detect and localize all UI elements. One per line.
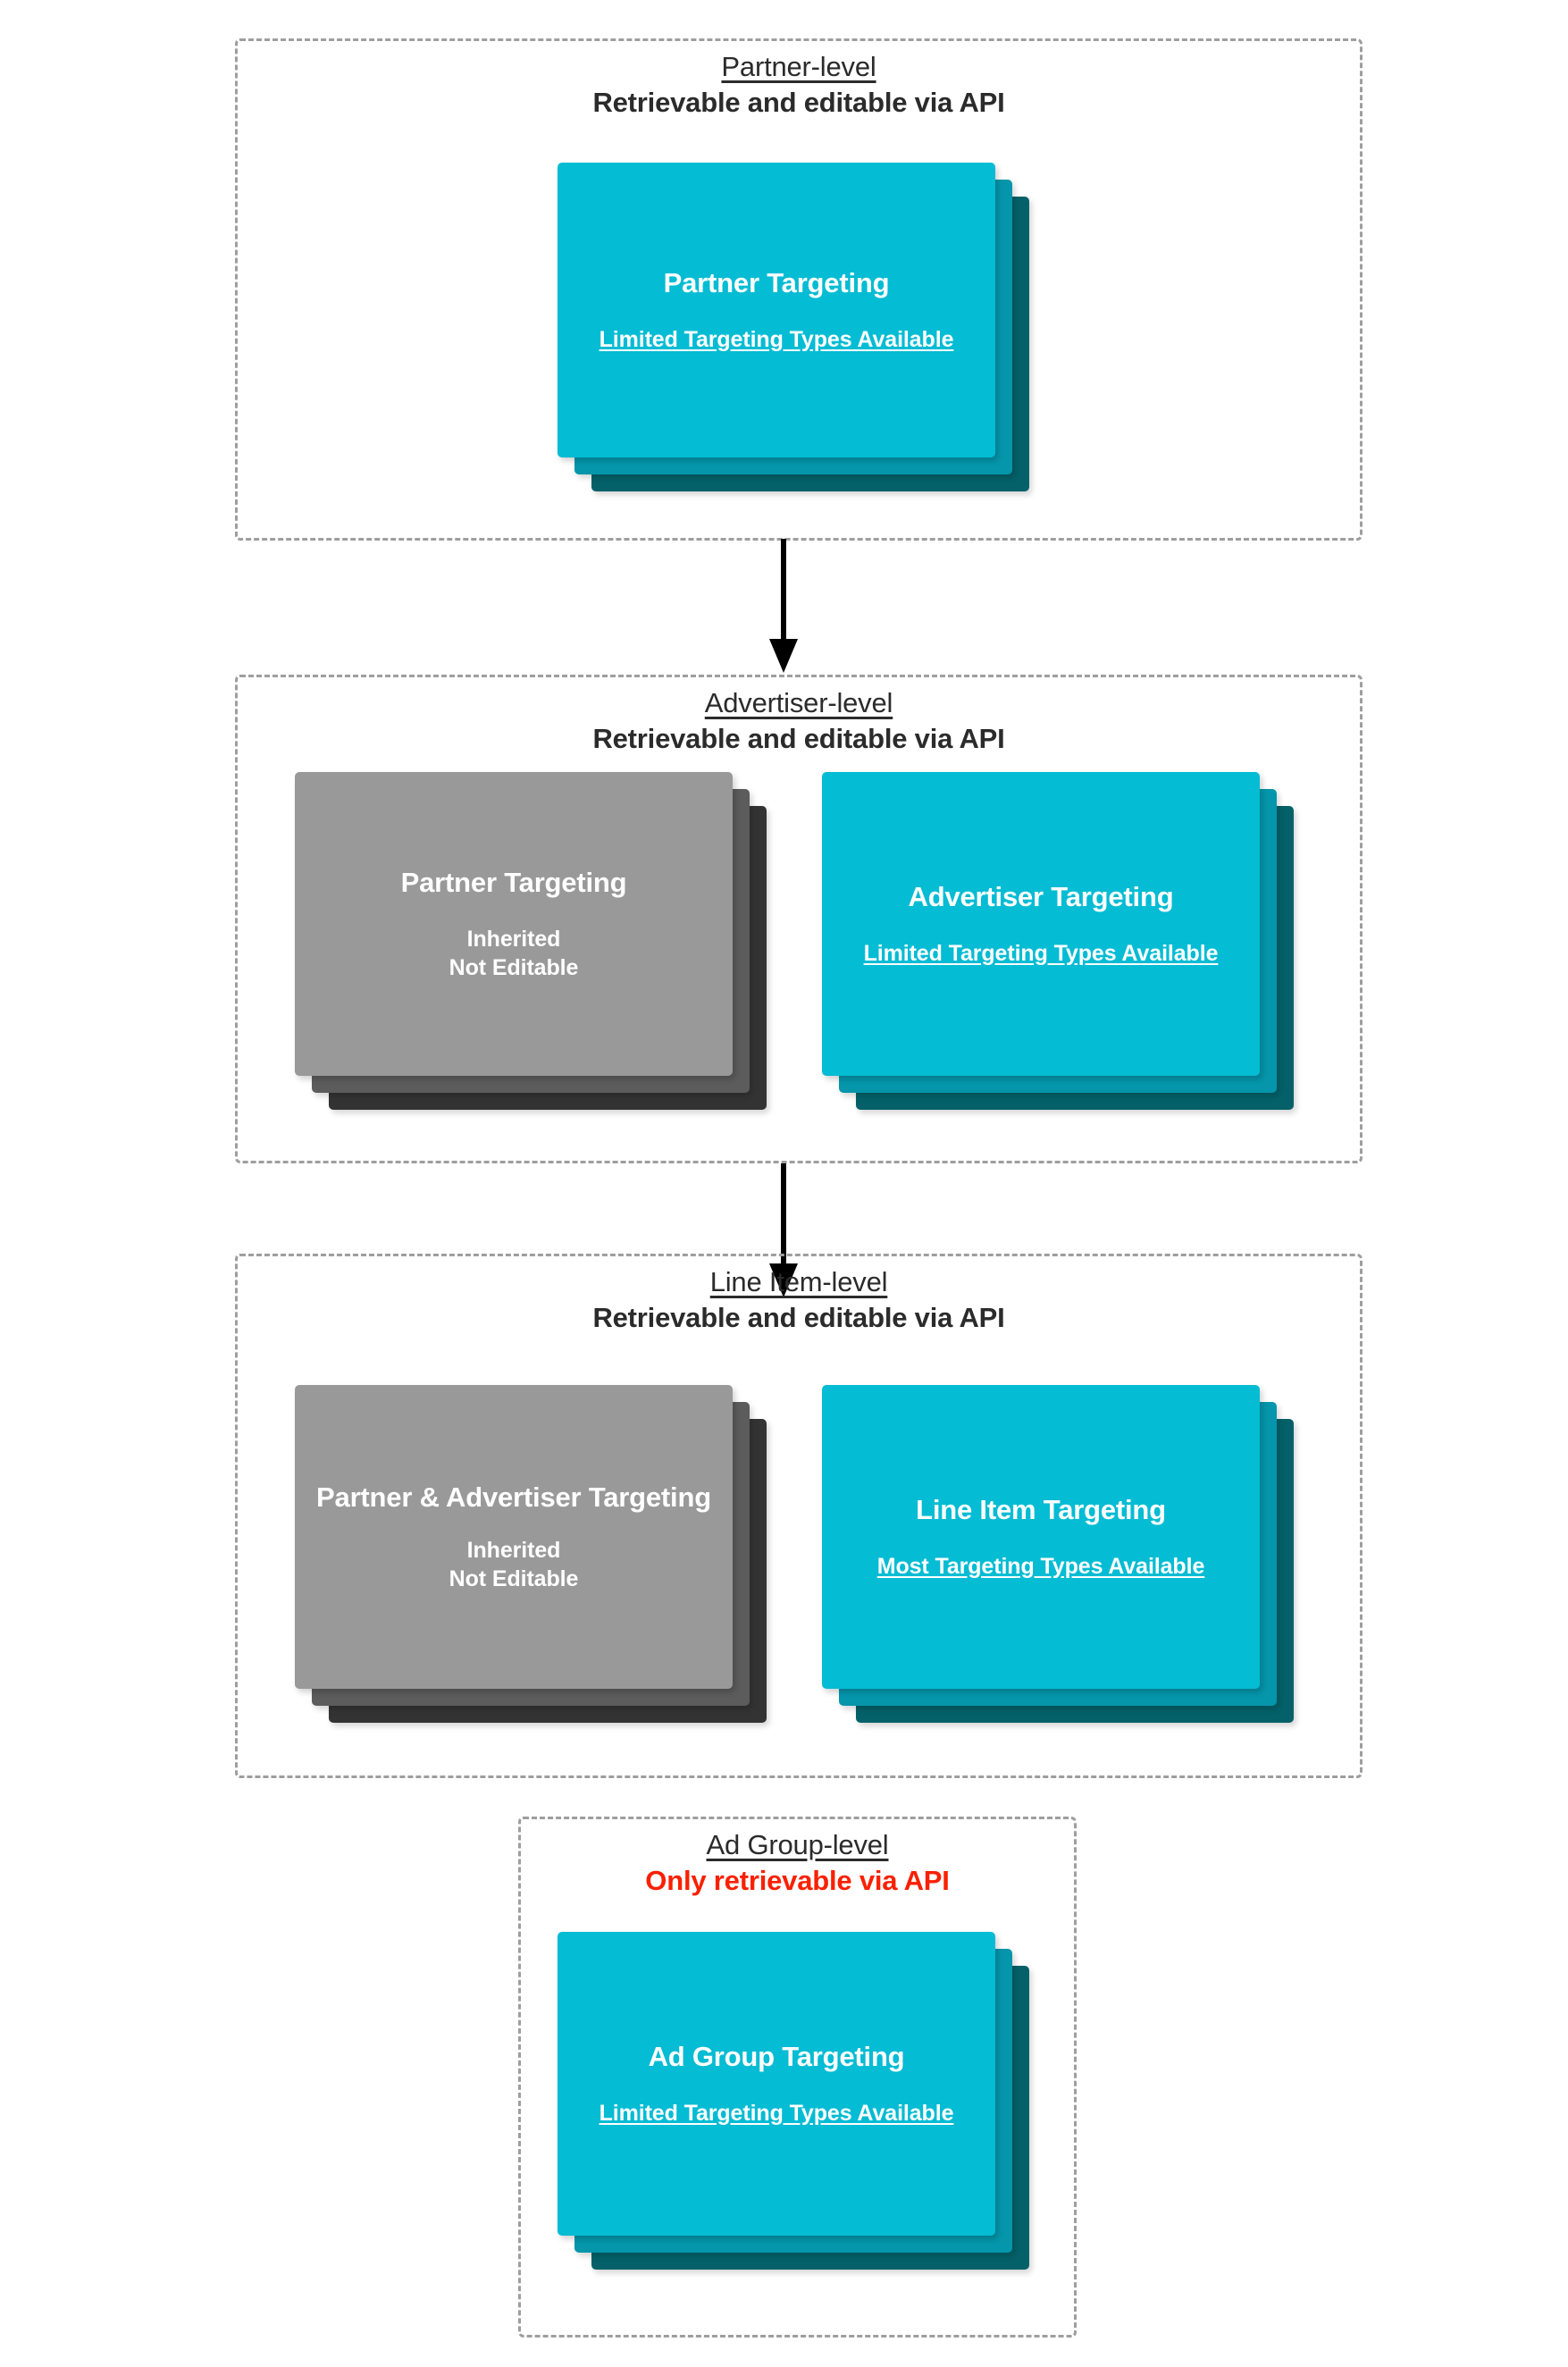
card-note: Most Targeting Types Available — [876, 1553, 1205, 1579]
card-stack-line-item-targeting[interactable]: Line Item Targeting Most Targeting Types… — [822, 1385, 1295, 1733]
card-title: Partner Targeting — [663, 266, 890, 298]
card-advertiser-targeting[interactable]: Advertiser Targeting Limited Targeting T… — [822, 772, 1260, 1076]
level-container-partner — [235, 38, 1363, 541]
card-note: Limited Targeting Types Available — [599, 2100, 954, 2126]
card-line-item-targeting[interactable]: Line Item Targeting Most Targeting Types… — [822, 1385, 1260, 1689]
card-title: Ad Group Targeting — [648, 2040, 905, 2072]
card-title: Advertiser Targeting — [908, 880, 1174, 912]
card-note: Inherited Not Editable — [449, 927, 579, 980]
card-note: Inherited Not Editable — [449, 1538, 579, 1591]
card-partner-targeting-inherited[interactable]: Partner Targeting Inherited Not Editable — [295, 772, 733, 1076]
card-stack-partner-targeting[interactable]: Partner Targeting Limited Targeting Type… — [558, 163, 1031, 502]
card-title: Partner & Advertiser Targeting — [316, 1481, 711, 1513]
card-ad-group-targeting[interactable]: Ad Group Targeting Limited Targeting Typ… — [558, 1932, 995, 2236]
card-note: Limited Targeting Types Available — [863, 940, 1219, 966]
card-note: Limited Targeting Types Available — [599, 326, 954, 352]
card-stack-line-item-inherited[interactable]: Partner & Advertiser Targeting Inherited… — [295, 1385, 768, 1733]
level-container-advertiser — [235, 675, 1363, 1163]
card-partner-advertiser-targeting-inherited[interactable]: Partner & Advertiser Targeting Inherited… — [295, 1385, 733, 1689]
card-stack-ad-group-targeting[interactable]: Ad Group Targeting Limited Targeting Typ… — [558, 1932, 1031, 2280]
connector-partner-to-advertiser — [769, 539, 798, 673]
card-title: Line Item Targeting — [916, 1493, 1166, 1525]
level-container-ad-group — [518, 1817, 1077, 2338]
card-title: Partner Targeting — [400, 866, 627, 898]
level-container-line-item — [235, 1254, 1363, 1778]
card-partner-targeting[interactable]: Partner Targeting Limited Targeting Type… — [558, 163, 995, 457]
card-stack-advertiser-targeting[interactable]: Advertiser Targeting Limited Targeting T… — [822, 772, 1295, 1121]
card-stack-advertiser-partner-inherited[interactable]: Partner Targeting Inherited Not Editable — [295, 772, 768, 1121]
